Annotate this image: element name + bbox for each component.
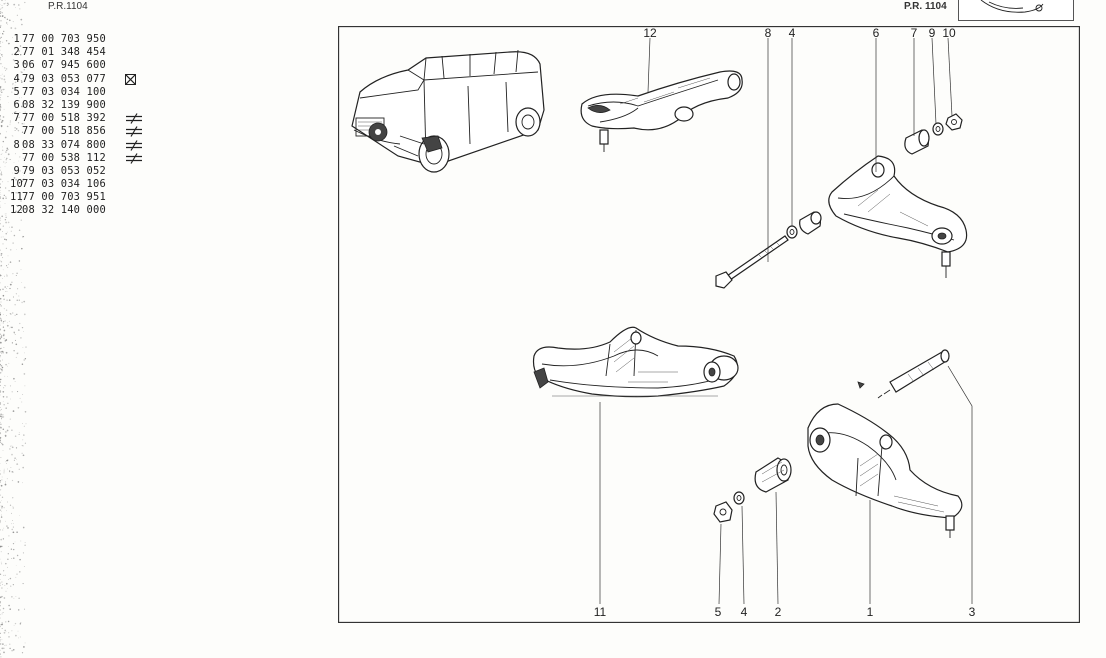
callout-3: 3 — [969, 605, 976, 619]
part-row: 77 00 538 112 — [10, 151, 142, 165]
part-code: 08 32 139 900 — [22, 98, 106, 111]
part-code: 06 07 945 600 — [22, 59, 106, 72]
part-code: 77 00 703 951 — [22, 191, 106, 204]
bush-upper-part — [799, 211, 822, 235]
part-code: 77 00 538 112 — [22, 151, 106, 164]
not-equal-icon — [125, 152, 143, 168]
callout-4-bottom: 4 — [741, 605, 748, 619]
shaft-part-3 — [857, 349, 950, 399]
leader-lines — [599, 37, 973, 605]
part-row: 1177 00 703 951 — [10, 191, 106, 204]
callout-12: 12 — [643, 26, 657, 40]
callout-7: 7 — [911, 26, 918, 40]
part-code: 77 03 034 106 — [22, 178, 106, 191]
nut-part-5 — [713, 501, 733, 523]
not-equal-icon — [125, 126, 143, 141]
part-index: 6 — [13, 98, 20, 111]
part-index: 5 — [13, 85, 20, 98]
callout-11: 11 — [594, 605, 607, 619]
lower-arm-part-11 — [532, 326, 739, 398]
lower-arm-part-6 — [828, 155, 968, 278]
part-index: 1 — [13, 33, 20, 45]
thumbnail-frame — [958, 0, 1074, 21]
callout-2: 2 — [775, 605, 782, 619]
washer-part-4-bottom — [733, 491, 745, 505]
part-row: 77 00 518 856 — [10, 125, 142, 138]
callout-4-top: 4 — [789, 26, 796, 40]
part-code: 77 01 348 454 — [22, 46, 106, 59]
part-code: 79 03 053 077 — [22, 72, 106, 85]
frame-border — [337, 25, 1081, 624]
part-code: 08 33 074 800 — [22, 138, 106, 151]
not-equal-icon — [125, 113, 143, 128]
part-code: 77 00 518 856 — [22, 125, 106, 138]
part-code: 08 32 140 000 — [22, 204, 106, 217]
page-reference-right: P.R. 1104 — [904, 1, 947, 12]
part-index: 12 — [10, 204, 23, 217]
part-row: 1077 03 034 106 — [10, 178, 106, 191]
exploded-view-frame: 12 8 4 6 7 9 10 11 5 4 2 1 3 — [337, 25, 1081, 624]
bush-part-7 — [904, 129, 930, 155]
bush-part-2 — [754, 457, 792, 493]
exploded-view-drawing: 12 8 4 6 7 9 10 11 5 4 2 1 3 — [337, 25, 1081, 624]
washer-part-9 — [932, 122, 944, 136]
not-equal-icon — [125, 139, 143, 155]
lower-arm-part-1 — [807, 403, 963, 538]
callout-1: 1 — [867, 605, 874, 619]
part-index: 7 — [13, 112, 20, 125]
bolt-part-8 — [715, 235, 789, 289]
upper-wishbone-part-12 — [580, 70, 743, 152]
callouts: 12 8 4 6 7 9 10 11 5 4 2 1 3 — [594, 26, 976, 619]
callout-6: 6 — [873, 26, 880, 40]
boxed-x-icon — [125, 73, 136, 89]
part-index: 2 — [13, 46, 20, 59]
part-row: 1208 32 140 000 — [10, 204, 106, 217]
callout-9: 9 — [929, 26, 936, 40]
part-code: 77 00 703 950 — [22, 33, 106, 45]
callout-8: 8 — [765, 26, 772, 40]
part-index: 9 — [13, 164, 20, 177]
thumbnail-arm-drawing — [980, 0, 1044, 13]
part-code: 77 00 518 392 — [22, 112, 106, 125]
part-index: 4 — [13, 72, 20, 85]
scan-edge-noise — [0, 0, 27, 658]
callout-5: 5 — [715, 605, 722, 619]
part-index: 10 — [10, 178, 23, 191]
part-index: 11 — [10, 191, 23, 204]
part-index: 3 — [13, 59, 20, 72]
nut-part-10 — [945, 113, 963, 131]
car-overview-illustration — [351, 49, 545, 173]
washer-part-4-top — [786, 225, 798, 239]
part-code: 77 03 034 100 — [22, 85, 106, 98]
part-index: 8 — [13, 138, 20, 151]
page-reference-left: P.R.1104 — [48, 1, 88, 12]
part-code: 79 03 053 052 — [22, 164, 106, 177]
callout-10: 10 — [942, 26, 956, 40]
